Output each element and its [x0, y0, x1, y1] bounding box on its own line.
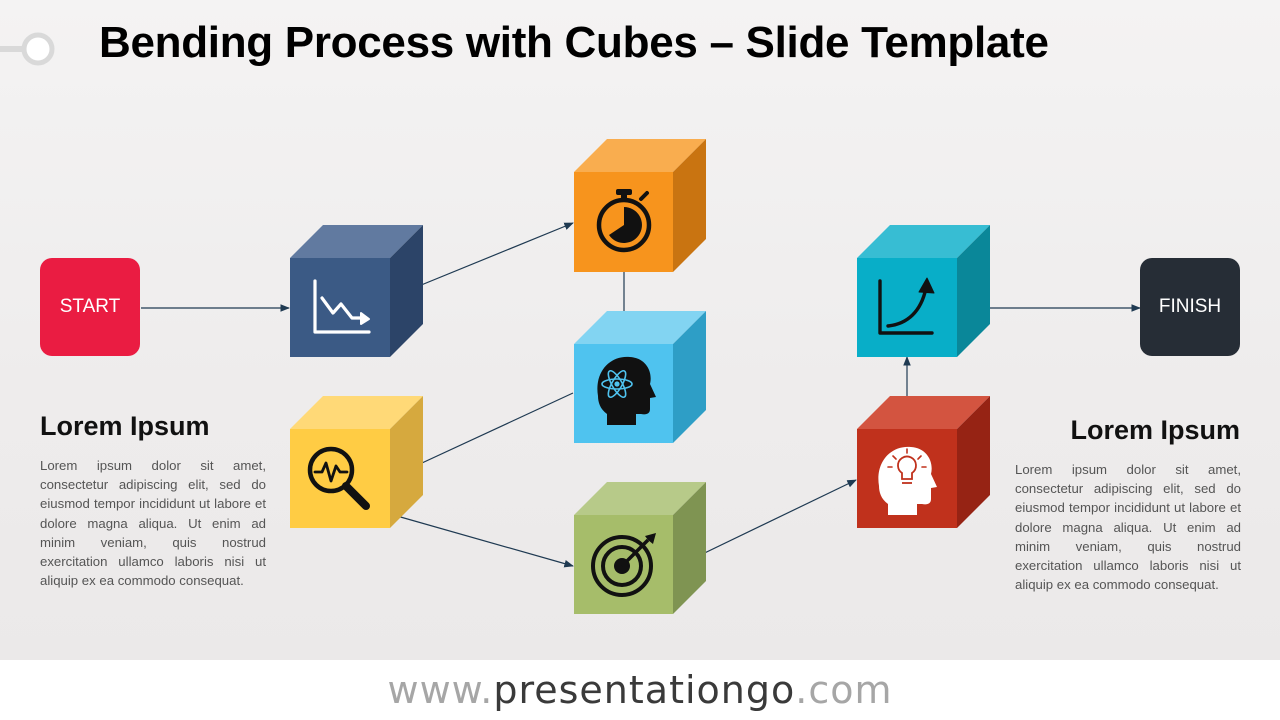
- footer-brand: presentationgo: [493, 668, 796, 712]
- cube-target: [574, 482, 706, 614]
- cube-stopwatch: [574, 139, 706, 272]
- connector-cube5-to-cube6: [687, 479, 857, 562]
- connectors: [141, 222, 1141, 568]
- start-node: START: [40, 258, 140, 356]
- footer-website[interactable]: www.presentationgo.com: [0, 660, 1280, 720]
- left-caption-title: Lorem Ipsum: [40, 411, 210, 441]
- idea-head-icon: [878, 446, 937, 515]
- finish-node: FINISH: [1140, 258, 1240, 356]
- magnifier-pulse-icon: [307, 446, 370, 510]
- slide-canvas: Bending Process with Cubes – Slide Templ…: [0, 0, 1280, 660]
- connector-cube4-to-cube5: [396, 515, 574, 568]
- atom-head-icon: [597, 356, 656, 425]
- connector-cube3-to-cube4: [408, 392, 574, 470]
- cube-magnifier: [290, 396, 423, 528]
- cube-growth-chart: [857, 225, 990, 357]
- right-caption-title: Lorem Ipsum: [1070, 415, 1240, 445]
- footer-suffix: .com: [795, 668, 893, 712]
- cube-atom-head: [574, 311, 706, 443]
- slide-title: Bending Process with Cubes – Slide Templ…: [99, 18, 1049, 67]
- declining-chart-icon: [313, 279, 371, 334]
- footer-prefix: www.: [387, 668, 494, 712]
- right-caption-body: Lorem ipsum dolor sit amet, consectetur …: [1015, 462, 1241, 593]
- target-icon: [591, 533, 656, 597]
- cube-idea-head: [857, 396, 990, 528]
- process-diagram: [141, 139, 1141, 614]
- left-caption-body: Lorem ipsum dolor sit amet, consectetur …: [40, 458, 266, 589]
- growth-chart-icon: [878, 277, 935, 335]
- cube-declining-chart: [290, 225, 423, 357]
- pin-decoration-icon: [0, 32, 55, 66]
- connector-cube1-to-cube2: [408, 222, 574, 291]
- stopwatch-icon: [596, 189, 652, 253]
